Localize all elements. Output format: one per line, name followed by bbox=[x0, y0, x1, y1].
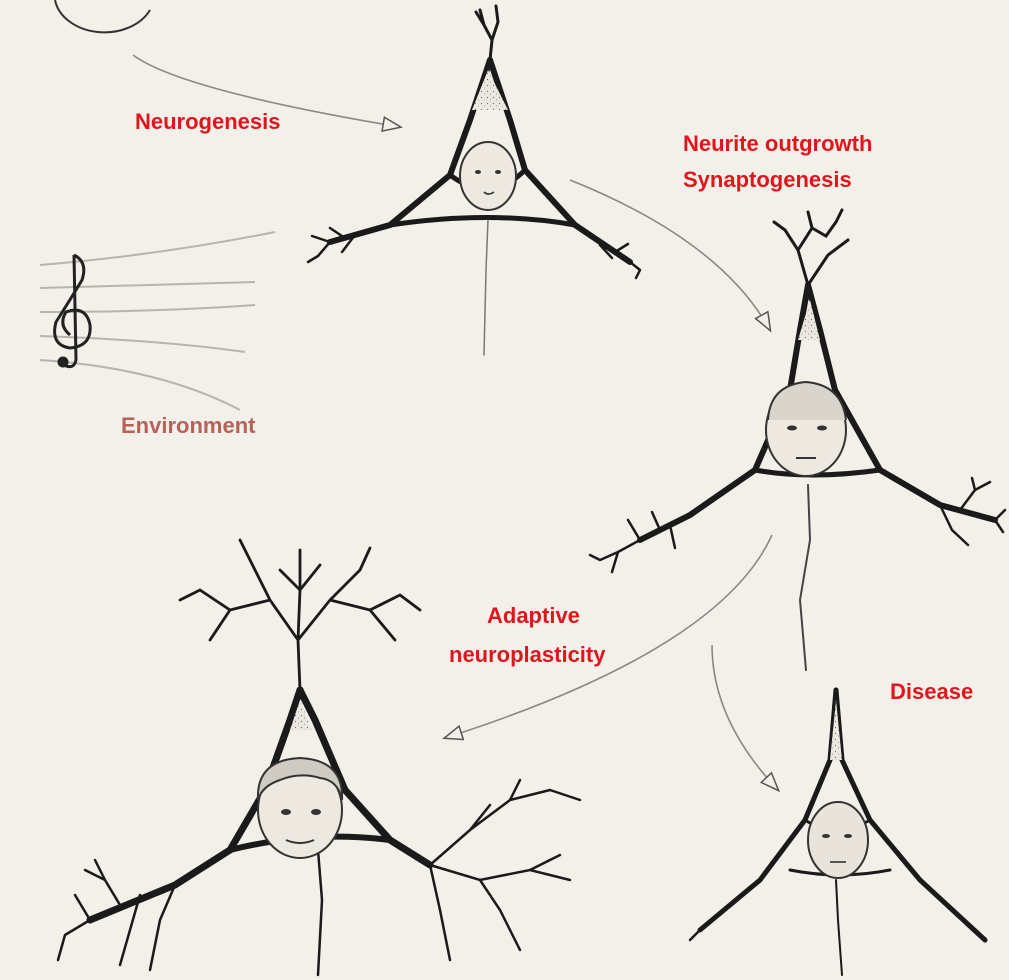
neuron-adult-face bbox=[766, 382, 846, 476]
neuron-elderly-face bbox=[258, 758, 342, 858]
arrow-to-neurite-outgrowth bbox=[570, 180, 770, 330]
label-adaptive: Adaptive bbox=[487, 601, 580, 631]
arrow-to-disease bbox=[712, 645, 778, 790]
sun-circle bbox=[55, 0, 150, 32]
neuron-baby-face bbox=[460, 142, 516, 210]
label-disease: Disease bbox=[890, 677, 973, 707]
label-neurite-outgrowth: Neurite outgrowth bbox=[683, 129, 872, 159]
neuron-disease-face bbox=[808, 802, 868, 878]
label-synaptogenesis: Synaptogenesis bbox=[683, 165, 852, 195]
label-environment: Environment bbox=[121, 411, 255, 441]
label-neurogenesis: Neurogenesis bbox=[135, 107, 281, 137]
label-neuroplasticity: neuroplasticity bbox=[449, 640, 605, 670]
